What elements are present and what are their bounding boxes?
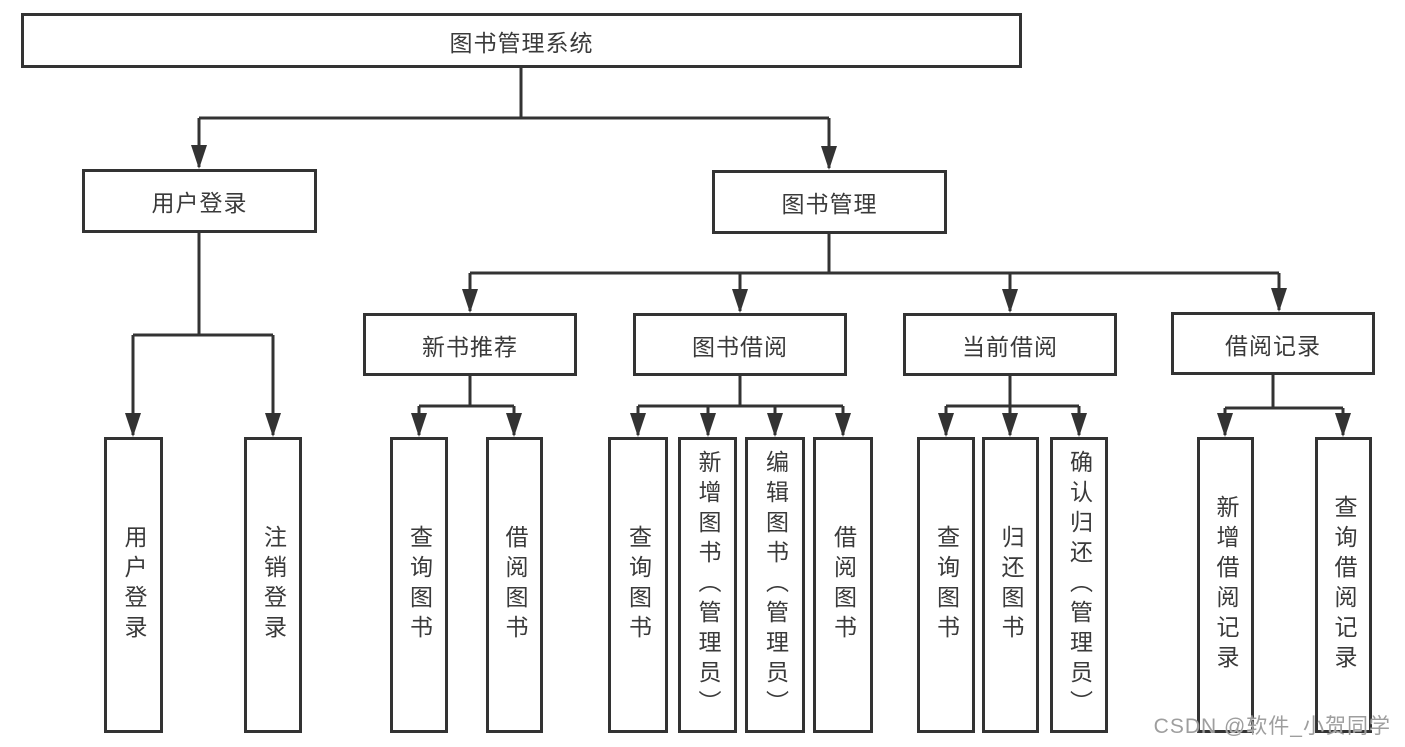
node-user-login-leaf: 用户登录 [104, 437, 163, 733]
node-label: 归还图书 [998, 525, 1024, 645]
node-bb-add-books-admin: 新增图书（管理员） [678, 437, 737, 733]
node-label: 用户登录 [121, 525, 147, 645]
node-bb-query-books: 查询图书 [608, 437, 668, 733]
node-label: 确认归还（管理员） [1066, 450, 1093, 720]
node-user-login: 用户登录 [82, 169, 317, 233]
node-label: 查询图书 [625, 525, 652, 645]
node-book-borrowing: 图书借阅 [633, 313, 847, 376]
node-label: 借阅记录 [1225, 332, 1321, 359]
node-cb-confirm-return-admin: 确认归还（管理员） [1050, 437, 1108, 733]
node-label: 借阅图书 [502, 525, 528, 645]
node-label: 新书推荐 [422, 333, 518, 360]
node-br-add-borrow-record: 新增借阅记录 [1197, 437, 1254, 733]
node-logout: 注销登录 [244, 437, 302, 733]
node-cb-return-books: 归还图书 [982, 437, 1039, 733]
node-label: 当前借阅 [962, 333, 1058, 360]
node-label: 编辑图书（管理员） [762, 450, 789, 720]
node-label: 用户登录 [151, 190, 248, 216]
node-label: 注销登录 [260, 525, 287, 645]
node-label: 借阅图书 [830, 525, 857, 645]
node-book-management: 图书管理 [712, 170, 947, 234]
node-library-management-system: 图书管理系统 [21, 13, 1022, 68]
node-br-query-borrow-record: 查询借阅记录 [1315, 437, 1372, 733]
node-borrowing-records: 借阅记录 [1171, 312, 1375, 375]
node-label: 图书管理系统 [449, 29, 594, 56]
node-bb-edit-books-admin: 编辑图书（管理员） [745, 437, 805, 733]
node-label: 新增借阅记录 [1213, 495, 1239, 675]
node-new-book-recommendation: 新书推荐 [363, 313, 577, 376]
node-label: 查询图书 [406, 525, 433, 645]
node-label: 图书借阅 [692, 333, 788, 360]
node-cb-query-books: 查询图书 [917, 437, 975, 733]
node-label: 图书管理 [781, 191, 878, 217]
node-label: 查询图书 [933, 525, 960, 645]
node-nb-borrow-books: 借阅图书 [486, 437, 543, 733]
csdn-watermark: CSDN @软件_小贺同学 [1153, 715, 1391, 738]
node-current-borrowing: 当前借阅 [903, 313, 1117, 376]
node-bb-borrow-books: 借阅图书 [813, 437, 873, 733]
node-nb-query-books: 查询图书 [390, 437, 448, 733]
node-label: 新增图书（管理员） [695, 450, 721, 720]
node-label: 查询借阅记录 [1331, 495, 1357, 675]
